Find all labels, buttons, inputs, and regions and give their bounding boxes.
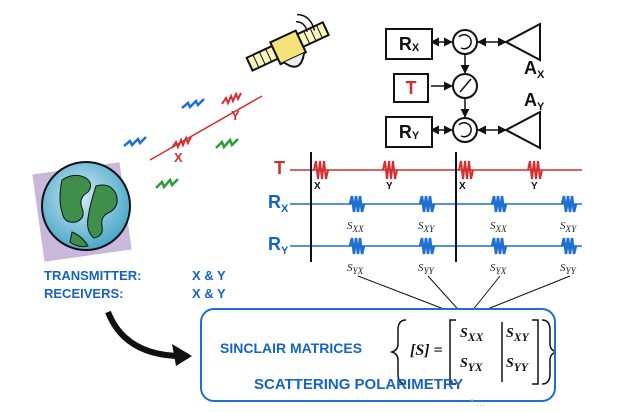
circulator-icon <box>452 29 478 143</box>
timeline-rx-text: R <box>268 192 281 212</box>
timeline-ry-label: RY <box>268 234 289 257</box>
element-s: S <box>490 220 496 232</box>
timeline-rx-label: RX <box>268 192 289 215</box>
receivers-pol: X & Y <box>192 286 226 301</box>
satellite-icon <box>245 13 331 72</box>
path-label-x: X <box>174 150 183 165</box>
arrowhead-icon <box>172 344 192 366</box>
timeline-ry-sub: Y <box>281 245 289 257</box>
antenna-ax-sub: X <box>537 69 545 81</box>
element-sub: XY <box>565 224 577 235</box>
transmit-path <box>149 91 263 161</box>
element-s: S <box>560 220 566 232</box>
antenna-ay-sub: Y <box>537 101 545 113</box>
antenna-ay-label: AY <box>524 90 545 113</box>
element-label: SXX <box>490 220 507 234</box>
pulse-label: X <box>314 181 321 192</box>
pulse-label: Y <box>386 181 393 192</box>
matrix-s: S <box>460 356 468 371</box>
receivers-label: RECEIVERS: <box>44 286 124 301</box>
receive-pulse-icon <box>348 195 578 255</box>
ry-box-label: R <box>398 121 412 142</box>
matrix-sub: XX <box>467 330 484 344</box>
element-sub: XX <box>495 224 507 235</box>
watermark: " ... <box>470 398 485 409</box>
matrix-s: S <box>506 326 514 341</box>
matrix-brackets <box>389 319 554 385</box>
element-label: SYY <box>418 262 434 276</box>
matrix-s: S <box>460 326 468 341</box>
element-label: SXY <box>418 220 434 234</box>
earth-globe-icon <box>32 161 132 262</box>
scattering-label: SCATTERING POLARIMETRY <box>254 376 464 393</box>
element-s: S <box>560 262 566 274</box>
element-s: S <box>490 262 496 274</box>
element-sub: YY <box>423 266 434 277</box>
matrix-syx: SYX <box>460 356 483 374</box>
antenna-ay-text: A <box>524 90 537 110</box>
switch-icon <box>452 73 478 99</box>
element-label: SYY <box>560 262 576 276</box>
blue-wave-icon <box>123 98 205 148</box>
matrix-sxy: SXY <box>506 326 529 344</box>
sinclair-panel: SINCLAIR MATRICES [S] = SXX SXY SYX SYY … <box>200 308 556 402</box>
antenna-icon <box>503 22 541 150</box>
element-sub: XX <box>352 224 364 235</box>
matrix-sub: YX <box>467 360 483 374</box>
element-label: SYX <box>347 262 363 276</box>
timeline-t-label: T <box>274 158 285 178</box>
transmitter-pol: X & Y <box>192 268 226 283</box>
element-label: SXX <box>347 220 364 234</box>
antenna-ax-label: AX <box>524 58 545 81</box>
rx-box-sub: X <box>411 42 420 54</box>
element-s: S <box>347 220 353 232</box>
transmit-pulse-icon <box>313 160 543 180</box>
rx-box-label: R <box>398 33 412 54</box>
element-label: SXY <box>560 220 576 234</box>
matrix-syy: SYY <box>506 356 528 374</box>
t-box-label: T <box>405 77 417 98</box>
element-label: SYX <box>490 262 506 276</box>
element-sub: YX <box>495 266 507 277</box>
green-wave-icon <box>155 137 239 190</box>
block-connections <box>430 37 507 135</box>
ry-box-sub: Y <box>411 130 420 142</box>
antenna-ax-text: A <box>524 58 537 78</box>
sinclair-label: SINCLAIR MATRICES <box>220 340 363 356</box>
element-s: S <box>418 220 424 232</box>
matrix-lhs: [S] = <box>410 342 443 359</box>
pulse-label: Y <box>531 181 538 192</box>
element-s: S <box>347 262 353 274</box>
element-s: S <box>418 262 424 274</box>
matrix-sxx: SXX <box>460 326 483 344</box>
transmitter-label: TRANSMITTER: <box>44 268 142 283</box>
pulse-label: X <box>459 181 466 192</box>
element-sub: YX <box>352 266 364 277</box>
matrix-s: S <box>506 356 514 371</box>
element-sub: YY <box>565 266 576 277</box>
matrix-sub: XY <box>513 330 529 344</box>
timeline-rx-sub: X <box>281 203 289 215</box>
t-box: T <box>393 73 429 103</box>
timeline-ry-text: R <box>268 234 281 254</box>
matrix-sub: YY <box>513 360 529 374</box>
element-sub: XY <box>423 224 435 235</box>
path-label-y: Y <box>231 108 240 123</box>
